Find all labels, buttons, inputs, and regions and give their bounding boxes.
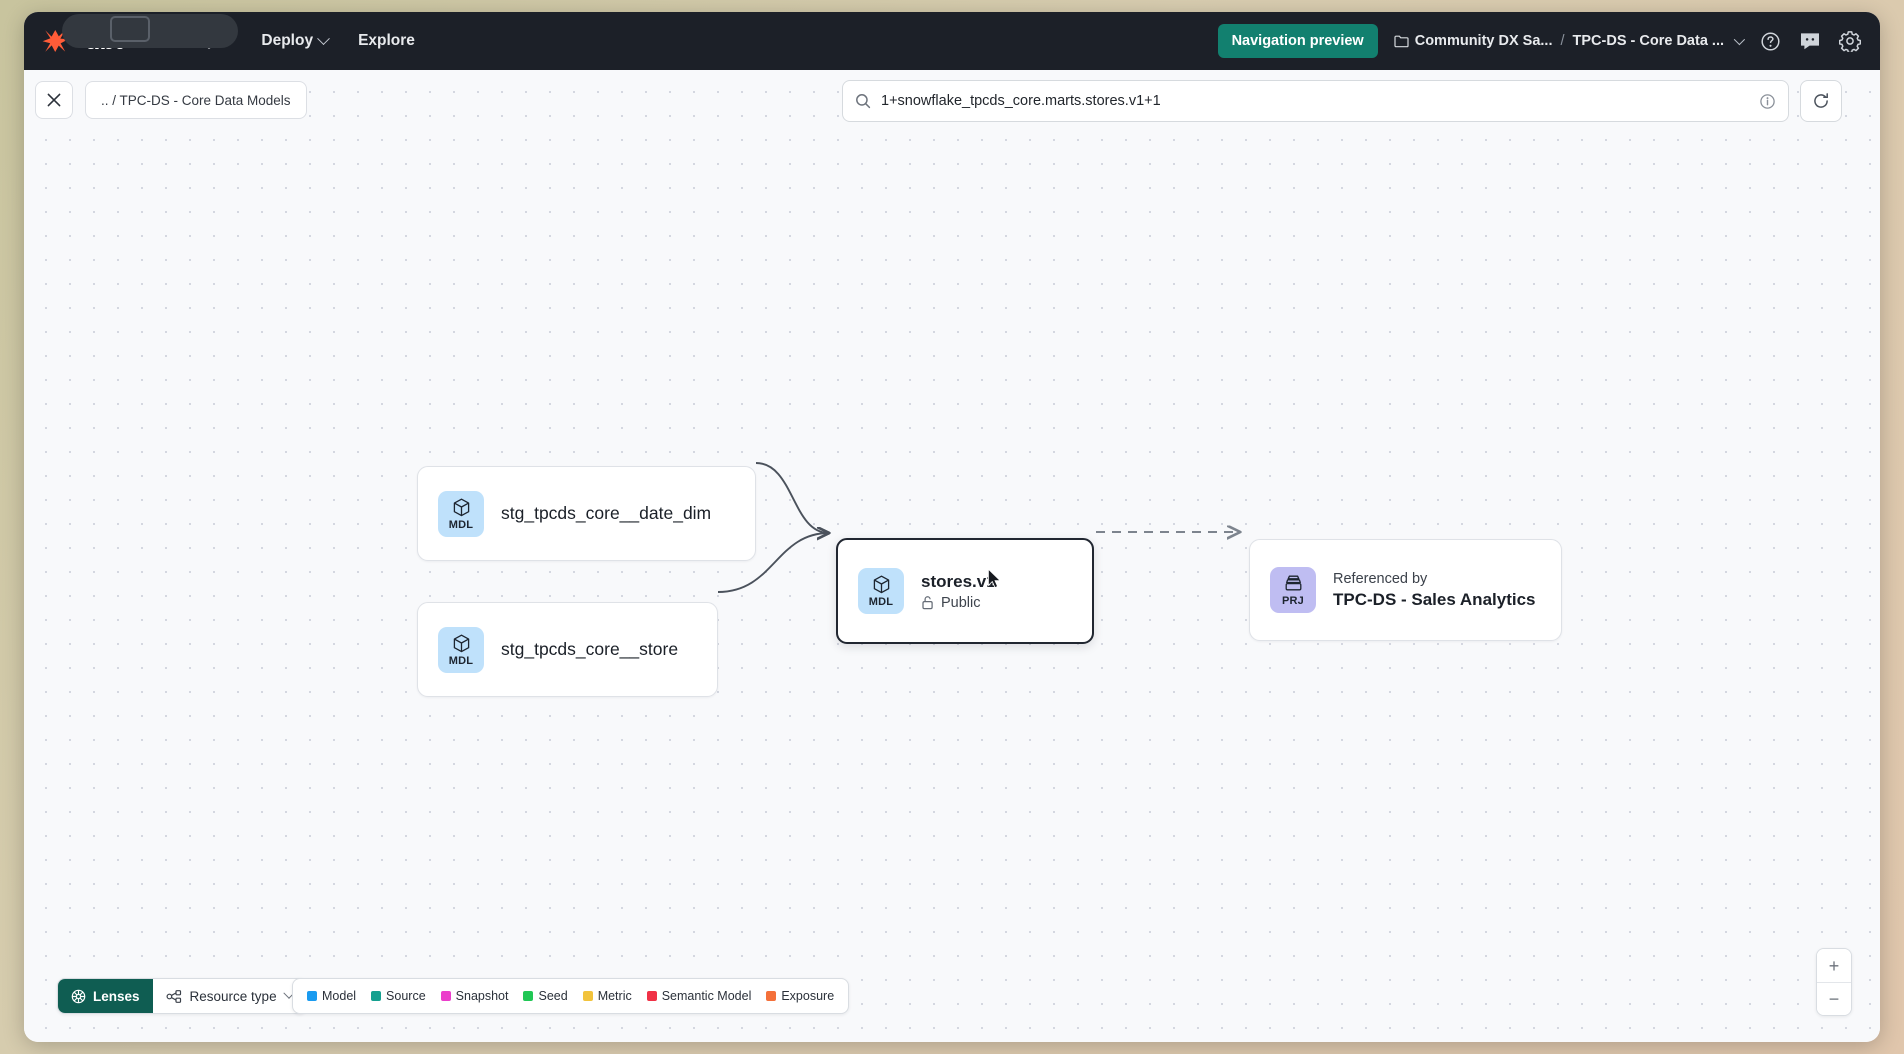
node-access-label: Public: [941, 594, 981, 611]
chevron-down-icon[interactable]: [1733, 33, 1746, 46]
browser-tab-pill-glyph: [110, 16, 150, 42]
lineage-edges: [717, 462, 1880, 593]
node-body: stores.v1 Public: [921, 572, 996, 611]
lenses-toolbar: Lenses Resource type: [57, 978, 307, 1014]
legend-item-seed: Seed: [523, 989, 568, 1003]
info-icon[interactable]: [1759, 93, 1776, 110]
refresh-lineage-button[interactable]: [1800, 80, 1842, 122]
legend-item-source: Source: [371, 989, 426, 1003]
legend-label: Metric: [597, 989, 632, 1003]
browser-tab-pill-overlay: [62, 14, 238, 48]
breadcrumb-account-label: Community DX Sa...: [1414, 33, 1553, 49]
dbt-mark-icon: [42, 30, 69, 52]
node-badge-model: MDL: [858, 568, 904, 614]
node-title: stg_tpcds_core__store: [501, 639, 679, 659]
settings-icon[interactable]: [1838, 29, 1862, 53]
lineage-toolbar: .. / TPC-DS - Core Data Models: [24, 70, 1880, 132]
search-icon: [856, 94, 871, 109]
node-kicker: Referenced by: [1333, 570, 1428, 587]
lineage-graph-canvas[interactable]: MDL stg_tpcds_core__date_dim MDL stg_tpc…: [24, 70, 1880, 1042]
zoom-controls: + −: [1816, 948, 1852, 1016]
node-access-level: Public: [921, 595, 996, 611]
breadcrumb-path-chip[interactable]: .. / TPC-DS - Core Data Models: [85, 81, 307, 119]
project-layers-icon: [1285, 575, 1301, 591]
legend-swatch: [440, 991, 451, 1001]
legend-swatch: [307, 991, 317, 1001]
legend-item-semantic-model: Semantic Model: [646, 989, 752, 1003]
refresh-icon: [1814, 93, 1828, 108]
cube-icon: [873, 575, 889, 594]
zoom-out-button[interactable]: −: [1817, 982, 1851, 1015]
graph-node-stg-tpcds-core-date-dim[interactable]: MDL stg_tpcds_core__date_dim: [417, 466, 756, 561]
nav-right-cluster: Navigation preview Community DX Sa... / …: [1217, 24, 1862, 58]
node-badge-label: MDL: [868, 596, 894, 608]
breadcrumb-separator: /: [1560, 33, 1565, 49]
app-window: dbt Develop Deploy Explore Navigation pr…: [24, 12, 1880, 1042]
node-body: stg_tpcds_core__date_dim: [501, 503, 711, 524]
edge-store-to-stores: [717, 533, 829, 593]
legend-label: Snapshot: [455, 989, 509, 1003]
breadcrumb-project-label: TPC-DS - Core Data ...: [1572, 33, 1724, 49]
node-body: Referenced by TPC-DS - Sales Analytics: [1333, 571, 1536, 610]
lenses-button-label: Lenses: [93, 988, 140, 1004]
legend-item-model: Model: [307, 989, 356, 1003]
nav-link-explore-label: Explore: [358, 32, 415, 49]
resource-type-label: Resource type: [189, 988, 277, 1004]
lens-icon: [71, 989, 86, 1003]
nav-link-deploy-label: Deploy: [261, 32, 314, 49]
legend-label: Exposure: [781, 989, 835, 1003]
legend-label: Model: [322, 989, 357, 1003]
legend-item-exposure: Exposure: [766, 989, 834, 1003]
lenses-button[interactable]: Lenses: [58, 979, 153, 1013]
node-badge-label: PRJ: [1282, 595, 1304, 607]
node-title: stores.v1: [921, 571, 996, 591]
legend-item-snapshot: Snapshot: [440, 989, 509, 1003]
lineage-search-area: [842, 80, 1842, 122]
breadcrumb-project[interactable]: TPC-DS - Core Data ...: [1573, 33, 1724, 49]
account-project-breadcrumb: Community DX Sa... / TPC-DS - Core Data …: [1394, 33, 1746, 49]
unlock-icon: [922, 596, 933, 610]
graph-node-stores-v1[interactable]: MDL stores.v1 Public: [836, 538, 1094, 644]
breadcrumb-account[interactable]: Community DX Sa...: [1394, 33, 1553, 49]
cube-icon: [453, 634, 469, 652]
node-badge-label: MDL: [448, 654, 474, 667]
zoom-in-button[interactable]: +: [1817, 949, 1851, 982]
node-badge-project: PRJ: [1270, 567, 1316, 613]
edge-date-dim-to-stores: [755, 462, 829, 533]
graph-node-tpcds-sales-analytics[interactable]: PRJ Referenced by TPC-DS - Sales Analyti…: [1249, 539, 1562, 641]
node-badge-model: MDL: [438, 626, 484, 673]
resource-type-legend: Model Source Snapshot Seed Metric Semant…: [292, 978, 850, 1014]
nav-link-deploy[interactable]: Deploy: [261, 31, 330, 50]
legend-swatch: [646, 991, 657, 1001]
folder-icon: [1394, 35, 1409, 47]
node-title: stg_tpcds_core__date_dim: [501, 503, 712, 523]
close-lineage-button[interactable]: [35, 81, 73, 119]
resource-type-dropdown[interactable]: Resource type: [152, 979, 306, 1013]
close-icon: [47, 93, 61, 107]
legend-item-metric: Metric: [582, 989, 632, 1003]
node-title: TPC-DS - Sales Analytics: [1333, 589, 1536, 609]
legend-swatch: [766, 991, 777, 1001]
cube-icon: [453, 498, 469, 516]
legend-label: Semantic Model: [661, 989, 752, 1003]
top-navigation-bar: dbt Develop Deploy Explore Navigation pr…: [24, 12, 1880, 70]
node-body: stg_tpcds_core__store: [501, 639, 678, 660]
resource-graph-icon: [166, 989, 181, 1003]
nav-link-explore[interactable]: Explore: [358, 32, 415, 50]
chevron-down-icon: [317, 31, 330, 45]
legend-swatch: [371, 991, 382, 1001]
lineage-search-box[interactable]: [842, 80, 1789, 122]
node-badge-model: MDL: [438, 490, 484, 537]
node-badge-label: MDL: [448, 518, 474, 531]
graph-node-stg-tpcds-core-store[interactable]: MDL stg_tpcds_core__store: [417, 602, 718, 697]
legend-swatch: [582, 991, 593, 1001]
legend-swatch: [523, 991, 534, 1001]
navigation-preview-button[interactable]: Navigation preview: [1217, 24, 1378, 58]
feedback-icon[interactable]: [1798, 29, 1822, 53]
lineage-search-input[interactable]: [881, 93, 1749, 109]
legend-label: Source: [386, 989, 426, 1003]
help-icon[interactable]: [1758, 29, 1782, 53]
legend-label: Seed: [538, 989, 568, 1003]
